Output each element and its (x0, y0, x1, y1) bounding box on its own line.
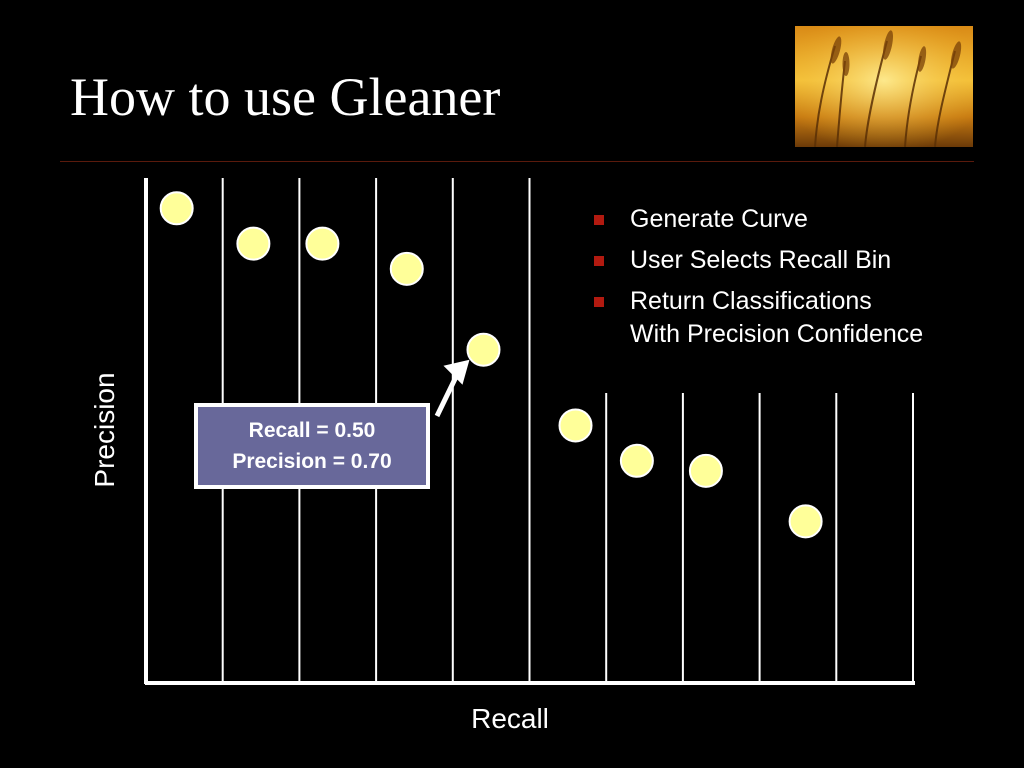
wheat-photo (795, 26, 973, 147)
data-point (236, 226, 271, 261)
data-point (159, 191, 194, 226)
data-point (305, 226, 340, 261)
square-bullet-icon (594, 215, 604, 225)
highlighted-data-point (466, 332, 501, 367)
bullet-text: Return Classifications (630, 287, 872, 315)
title-divider (60, 161, 974, 162)
data-point (688, 453, 723, 488)
data-point (389, 251, 424, 286)
bullet-item: Generate Curve (592, 203, 1012, 236)
callout-precision-text: Precision = 0.70 (232, 450, 392, 473)
callout-box: Recall = 0.50 Precision = 0.70 (198, 407, 426, 485)
slide-title: How to use Gleaner (70, 67, 501, 127)
square-bullet-icon (594, 297, 604, 307)
y-axis-label: Precision (89, 372, 120, 487)
data-point (619, 443, 654, 478)
square-bullet-icon (594, 256, 604, 266)
arrow-head-icon (443, 359, 470, 385)
data-point (788, 504, 823, 539)
bullet-item: User Selects Recall Bin (592, 244, 1012, 277)
x-axis-label: Recall (471, 703, 549, 734)
callout-arrow (434, 359, 470, 418)
callout-recall-text: Recall = 0.50 (248, 419, 376, 442)
bullet-text: User Selects Recall Bin (630, 246, 892, 274)
bullet-text: With Precision Confidence (630, 320, 924, 348)
data-point (558, 408, 593, 443)
bullet-text: Generate Curve (630, 205, 808, 233)
selection-callout: Recall = 0.50 Precision = 0.70 (194, 403, 430, 489)
